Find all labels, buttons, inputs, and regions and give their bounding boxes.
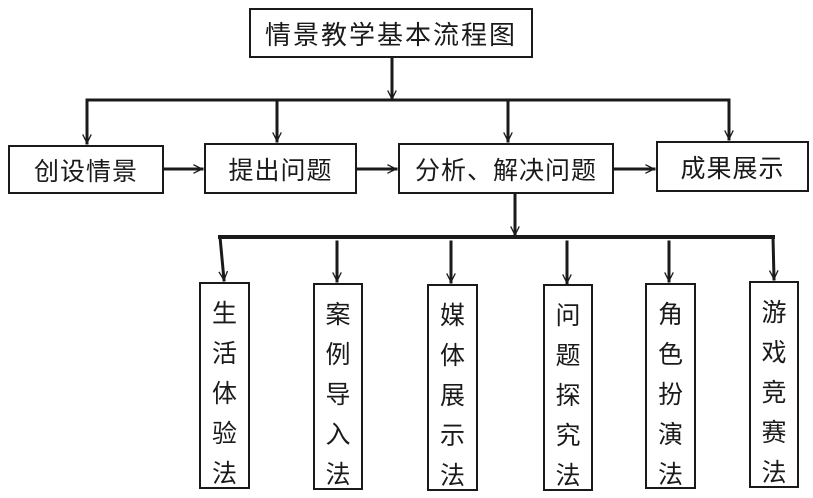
method-char: 导 [325,380,351,409]
method-char: 展 [439,381,465,410]
arrow-bus-to-method-1 [218,235,224,282]
method-char: 游 [761,298,787,327]
method-char: 法 [325,460,351,489]
method-char: 生 [211,299,237,328]
method-box-3: 媒 体 展 示 法 [427,284,478,491]
method-char: 法 [657,460,683,489]
method-char: 竞 [761,378,787,407]
method-char: 示 [439,421,465,450]
method-box-2: 案 例 导 入 法 [313,283,363,490]
title-text: 情景教学基本流程图 [264,20,517,51]
method-box-6: 游 戏 竞 赛 法 [749,281,799,488]
method-char: 媒 [439,301,465,330]
method-char: 赛 [761,418,787,447]
step-box-1: 创设情景 [8,145,164,194]
arrow-bus-to-method-6 [773,235,774,281]
method-char: 活 [211,339,237,368]
method-char: 例 [325,340,351,369]
method-char: 法 [761,458,787,487]
method-box-5: 角 色 扮 演 法 [645,283,696,489]
method-char: 入 [325,420,351,449]
step-label: 创设情景 [33,156,138,186]
step-box-4: 成果展示 [656,141,809,192]
method-char: 扮 [657,380,683,409]
step-label: 成果展示 [680,153,785,183]
method-box-1: 生 活 体 验 法 [199,282,250,489]
step-label: 提出问题 [228,155,333,185]
method-char: 探 [555,381,581,410]
method-char: 法 [439,461,465,490]
step-label: 分析、解决问题 [414,155,597,185]
method-char: 题 [555,341,581,370]
method-char: 问 [555,301,581,330]
step-box-2: 提出问题 [204,143,357,194]
method-char: 法 [211,459,237,488]
title-box: 情景教学基本流程图 [249,8,533,58]
method-char: 戏 [761,338,787,367]
method-char: 体 [211,379,237,408]
method-char: 角 [657,300,683,329]
method-char: 案 [325,300,351,329]
method-char: 究 [555,421,581,450]
method-char: 验 [211,419,237,448]
method-char: 色 [657,340,683,369]
step-box-3: 分析、解决问题 [398,143,614,194]
method-char: 体 [439,341,465,370]
method-box-4: 问 题 探 究 法 [543,284,593,491]
method-char: 法 [555,461,581,490]
method-char: 演 [657,420,683,449]
